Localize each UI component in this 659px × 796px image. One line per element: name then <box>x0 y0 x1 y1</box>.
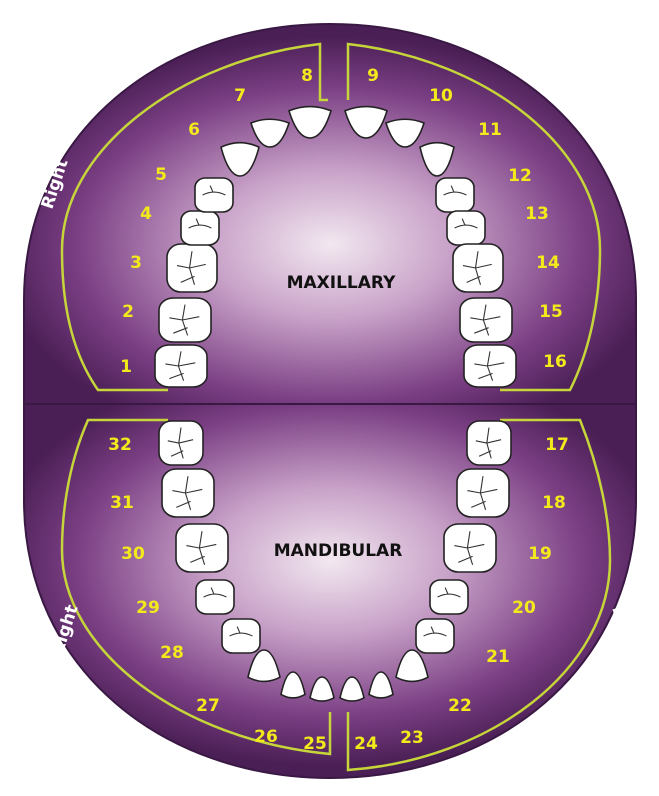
tooth-crown <box>196 580 234 614</box>
tooth-number-12: 12 <box>508 166 532 186</box>
tooth-number-8: 8 <box>301 66 313 86</box>
tooth-crown <box>222 619 260 653</box>
tooth-number-2: 2 <box>122 302 134 322</box>
tooth-4[interactable] <box>181 211 219 245</box>
tooth-number-15: 15 <box>539 302 563 322</box>
tooth-crown <box>436 178 474 212</box>
tooth-16[interactable] <box>464 345 516 387</box>
tooth-13[interactable] <box>447 211 485 245</box>
tooth-number-30: 30 <box>121 544 145 564</box>
tooth-14[interactable] <box>453 244 503 292</box>
tooth-number-28: 28 <box>160 643 184 663</box>
tooth-crown <box>416 619 454 653</box>
tooth-2[interactable] <box>159 298 211 342</box>
tooth-number-6: 6 <box>188 120 200 140</box>
tooth-1[interactable] <box>155 345 207 387</box>
tooth-number-19: 19 <box>528 544 552 564</box>
tooth-number-26: 26 <box>254 727 278 747</box>
maxillary-label: MAXILLARY <box>287 273 396 293</box>
tooth-number-9: 9 <box>367 66 379 86</box>
tooth-30[interactable] <box>176 524 228 572</box>
tooth-28[interactable] <box>222 619 260 653</box>
tooth-number-23: 23 <box>400 728 424 748</box>
tooth-number-7: 7 <box>234 86 246 106</box>
tooth-12[interactable] <box>436 178 474 212</box>
tooth-crown <box>430 580 468 614</box>
tooth-number-18: 18 <box>542 493 566 513</box>
tooth-crown <box>181 211 219 245</box>
tooth-number-16: 16 <box>543 352 567 372</box>
tooth-32[interactable] <box>159 421 203 465</box>
tooth-number-10: 10 <box>429 86 453 106</box>
tooth-15[interactable] <box>460 298 512 342</box>
tooth-number-13: 13 <box>525 204 549 224</box>
mandibular-label: MANDIBULAR <box>274 541 403 561</box>
tooth-20[interactable] <box>430 580 468 614</box>
tooth-number-1: 1 <box>120 357 132 377</box>
tooth-number-22: 22 <box>448 696 472 716</box>
tooth-crown <box>195 178 233 212</box>
tooth-5[interactable] <box>195 178 233 212</box>
tooth-number-5: 5 <box>155 165 167 185</box>
tooth-number-25: 25 <box>303 734 327 754</box>
lower-left-side-label: Left <box>607 603 638 645</box>
tooth-number-31: 31 <box>110 493 134 513</box>
tooth-number-27: 27 <box>196 696 220 716</box>
tooth-number-11: 11 <box>478 120 502 140</box>
tooth-number-21: 21 <box>486 647 510 667</box>
tooth-number-14: 14 <box>536 253 560 273</box>
tooth-number-17: 17 <box>545 435 569 455</box>
tooth-number-4: 4 <box>140 204 152 224</box>
tooth-number-32: 32 <box>108 435 132 455</box>
tooth-19[interactable] <box>444 524 496 572</box>
tooth-number-29: 29 <box>136 598 160 618</box>
tooth-29[interactable] <box>196 580 234 614</box>
tooth-18[interactable] <box>457 469 509 517</box>
tooth-21[interactable] <box>416 619 454 653</box>
tooth-31[interactable] <box>162 469 214 517</box>
tooth-17[interactable] <box>467 421 511 465</box>
tooth-number-24: 24 <box>354 734 378 754</box>
tooth-number-20: 20 <box>512 598 536 618</box>
tooth-crown <box>447 211 485 245</box>
tooth-number-3: 3 <box>130 253 142 273</box>
tooth-3[interactable] <box>167 244 217 292</box>
